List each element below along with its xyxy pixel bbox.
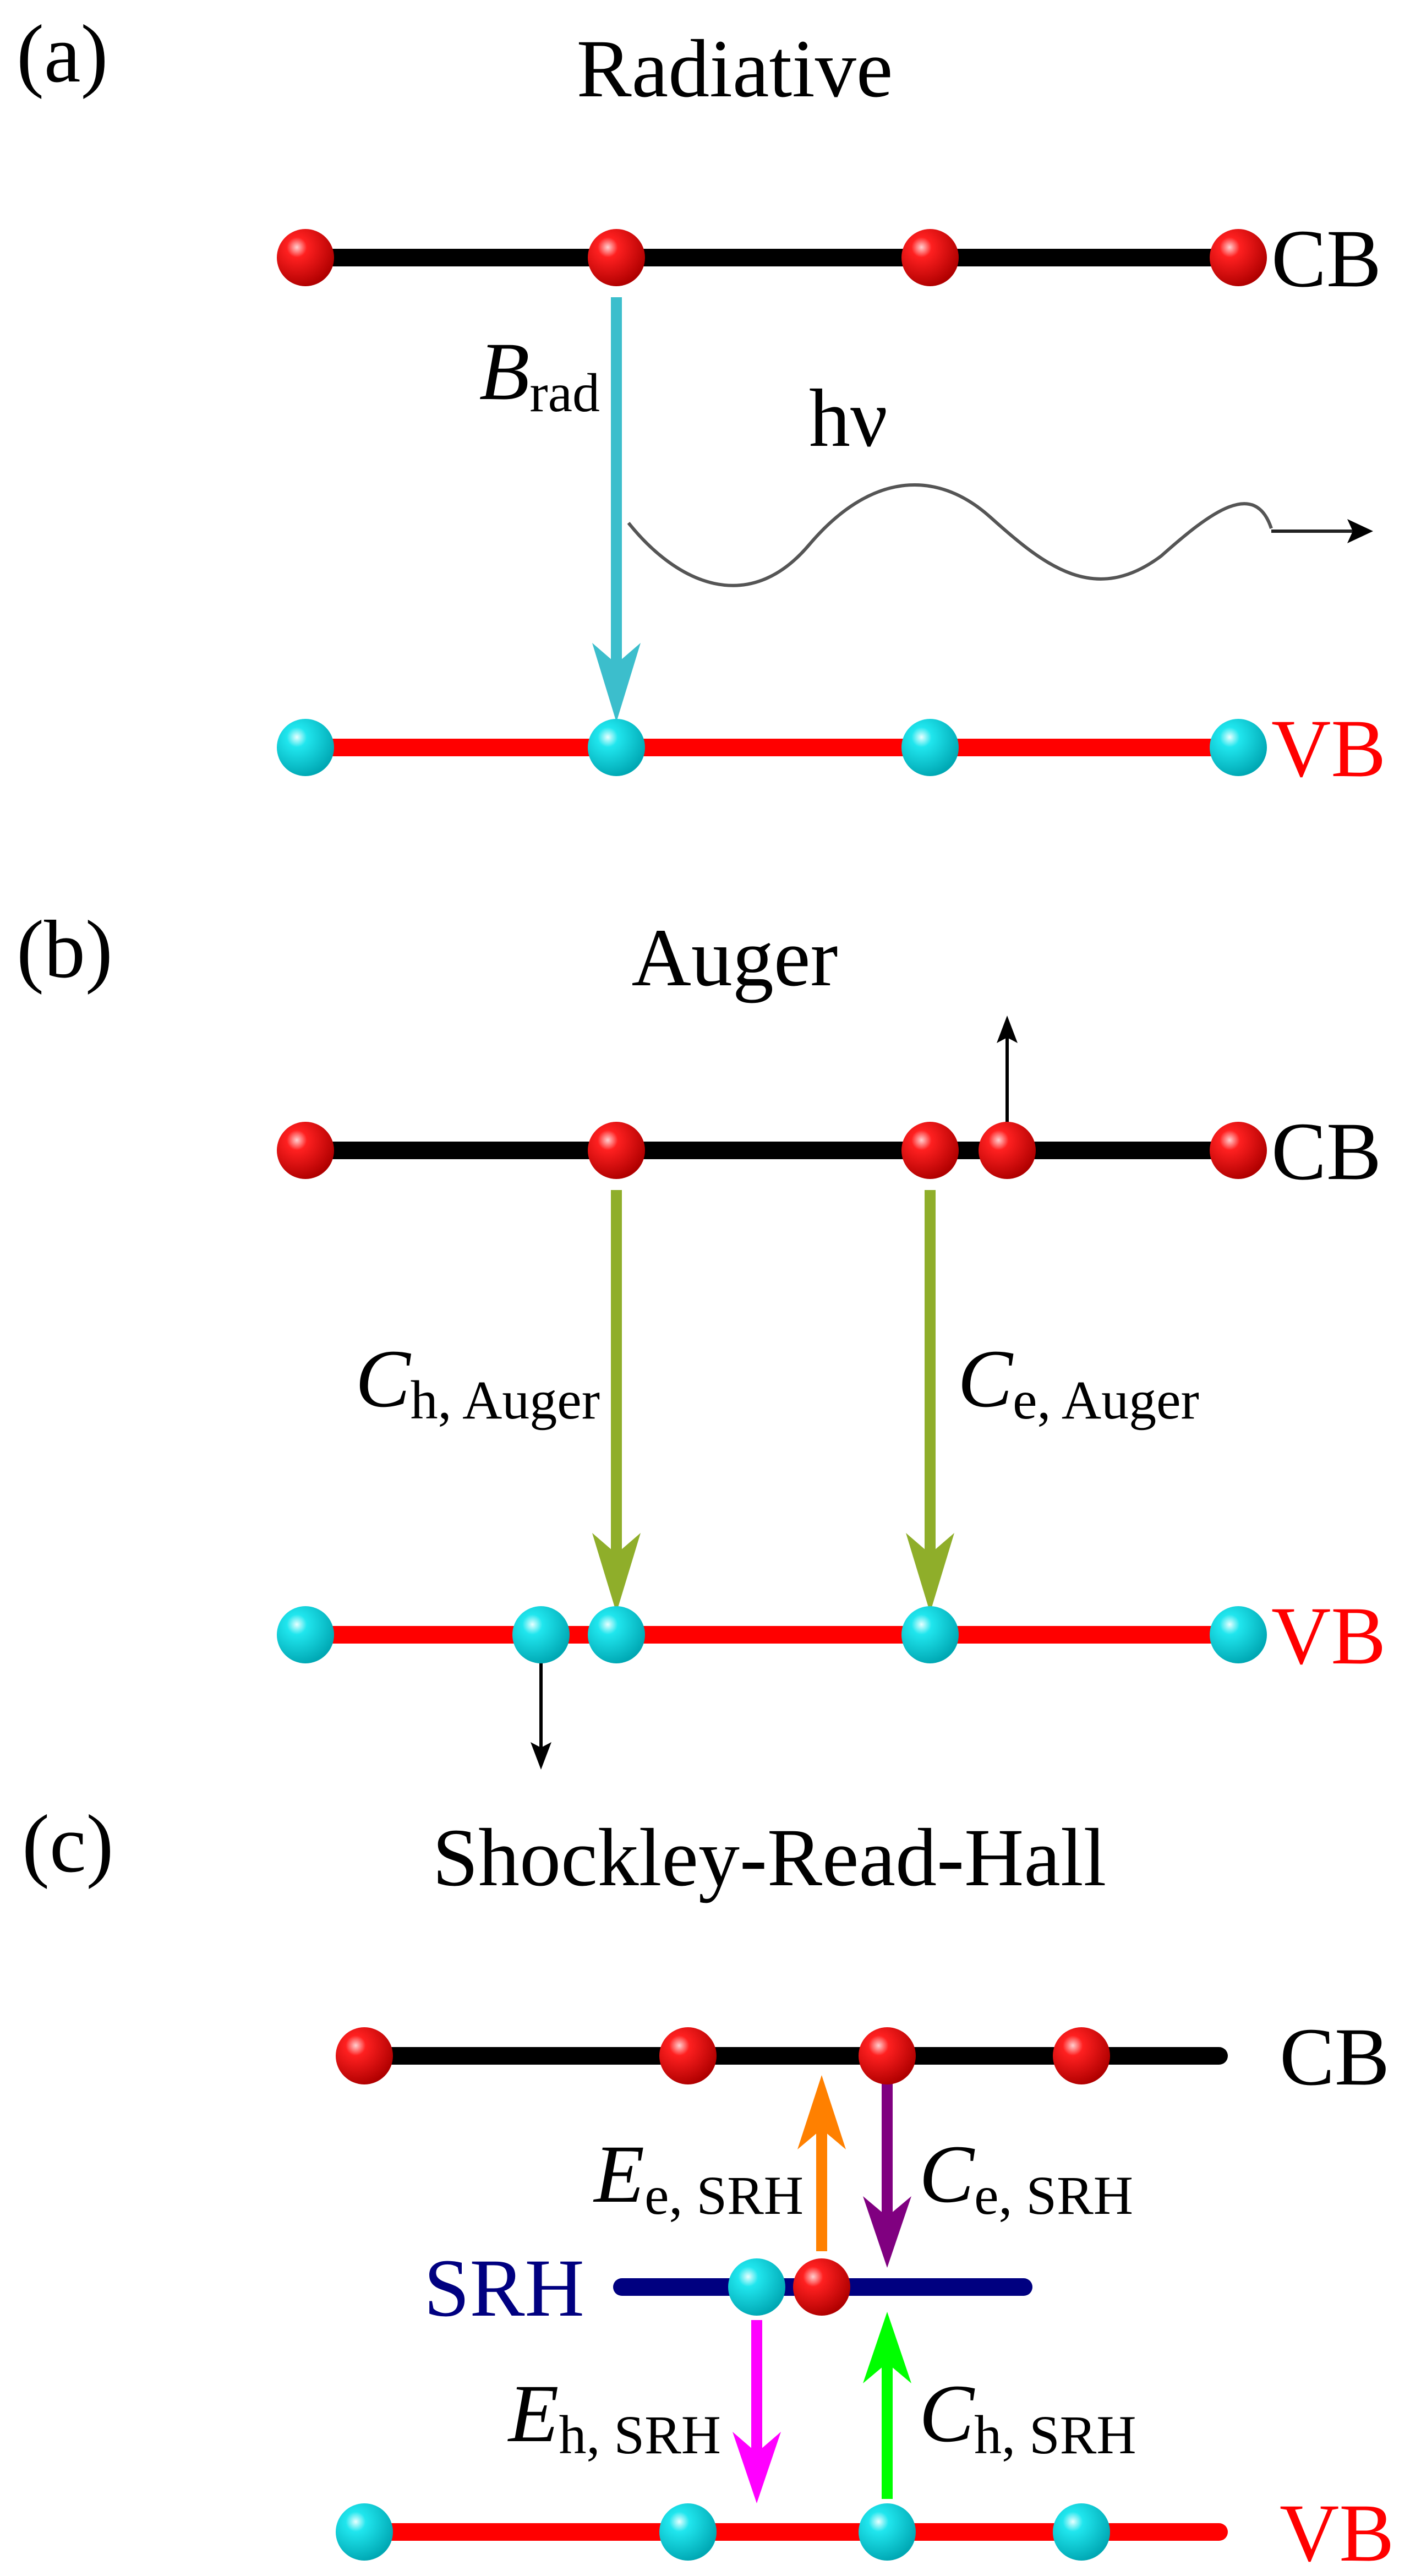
electron	[901, 229, 959, 286]
hole	[1210, 1606, 1267, 1663]
panel-c-label: (c)	[22, 1798, 113, 1890]
electron	[336, 2027, 393, 2084]
trapped-electron	[793, 2258, 850, 2316]
photon-wave	[627, 483, 1273, 587]
electron	[859, 2027, 916, 2084]
c-e-auger-label: Ce, Auger	[958, 1333, 1199, 1431]
hole	[588, 1606, 645, 1663]
hole	[336, 2503, 393, 2561]
auger-hole-arrow	[592, 1190, 641, 1613]
electron	[277, 1122, 334, 1179]
electron	[659, 2027, 717, 2084]
photon-label: hν	[809, 373, 888, 464]
electron-capture-arrow	[863, 2081, 911, 2268]
electron	[901, 1122, 959, 1179]
electron-emission-arrow	[797, 2075, 846, 2251]
hole	[901, 719, 959, 776]
c-h-auger-label: Ch, Auger	[356, 1333, 600, 1431]
electron	[277, 229, 334, 286]
panel-b-title: Auger	[632, 912, 838, 1003]
electron	[1210, 229, 1267, 286]
panel-a-label: (a)	[17, 8, 108, 100]
hole	[659, 2503, 717, 2561]
vb-label: VB	[1271, 1590, 1386, 1682]
cb-label: CB	[1271, 213, 1381, 304]
cb-label: CB	[1271, 1106, 1381, 1197]
electron	[1053, 2027, 1110, 2084]
radiative-recombination-arrow	[592, 297, 641, 722]
cb-label: CB	[1280, 2011, 1390, 2103]
hole	[1053, 2503, 1110, 2561]
hot-hole	[512, 1606, 570, 1663]
hole	[1210, 719, 1267, 776]
hole	[277, 719, 334, 776]
hole	[277, 1606, 334, 1663]
electron	[588, 1122, 645, 1179]
hole-capture-arrow	[863, 2312, 911, 2499]
panel-c-srh: (c) Shockley-Read-Hall CB SRH VB Ee,	[22, 1798, 1394, 2576]
c-e-srh-label: Ce, SRH	[919, 2129, 1133, 2226]
panel-a-radiative: (a) Radiative CB VB Brad hν	[17, 8, 1386, 794]
panel-c-title: Shockley-Read-Hall	[433, 1812, 1107, 1903]
electron	[1210, 1122, 1267, 1179]
hole	[588, 719, 645, 776]
hot-electron	[979, 1122, 1036, 1179]
panel-a-title: Radiative	[577, 23, 893, 114]
photon-arrow	[1271, 519, 1373, 543]
hole	[859, 2503, 916, 2561]
electron	[588, 229, 645, 286]
auger-electron-arrow	[906, 1190, 954, 1613]
vb-label: VB	[1271, 703, 1386, 794]
e-e-srh-label: Ee, SRH	[593, 2129, 804, 2226]
vb-label: VB	[1280, 2487, 1394, 2576]
hole-emission-arrow	[733, 2320, 781, 2503]
hole	[901, 1606, 959, 1663]
b-rad-label: Brad	[479, 326, 600, 423]
c-h-srh-label: Ch, SRH	[919, 2368, 1136, 2465]
srh-label: SRH	[424, 2242, 584, 2334]
panel-b-label: (b)	[17, 904, 113, 995]
e-h-srh-label: Eh, SRH	[507, 2368, 721, 2465]
panel-b-auger: (b) Auger CB VB Ch, Auger Ce, Auger	[17, 904, 1386, 1770]
trapped-hole	[728, 2258, 785, 2316]
